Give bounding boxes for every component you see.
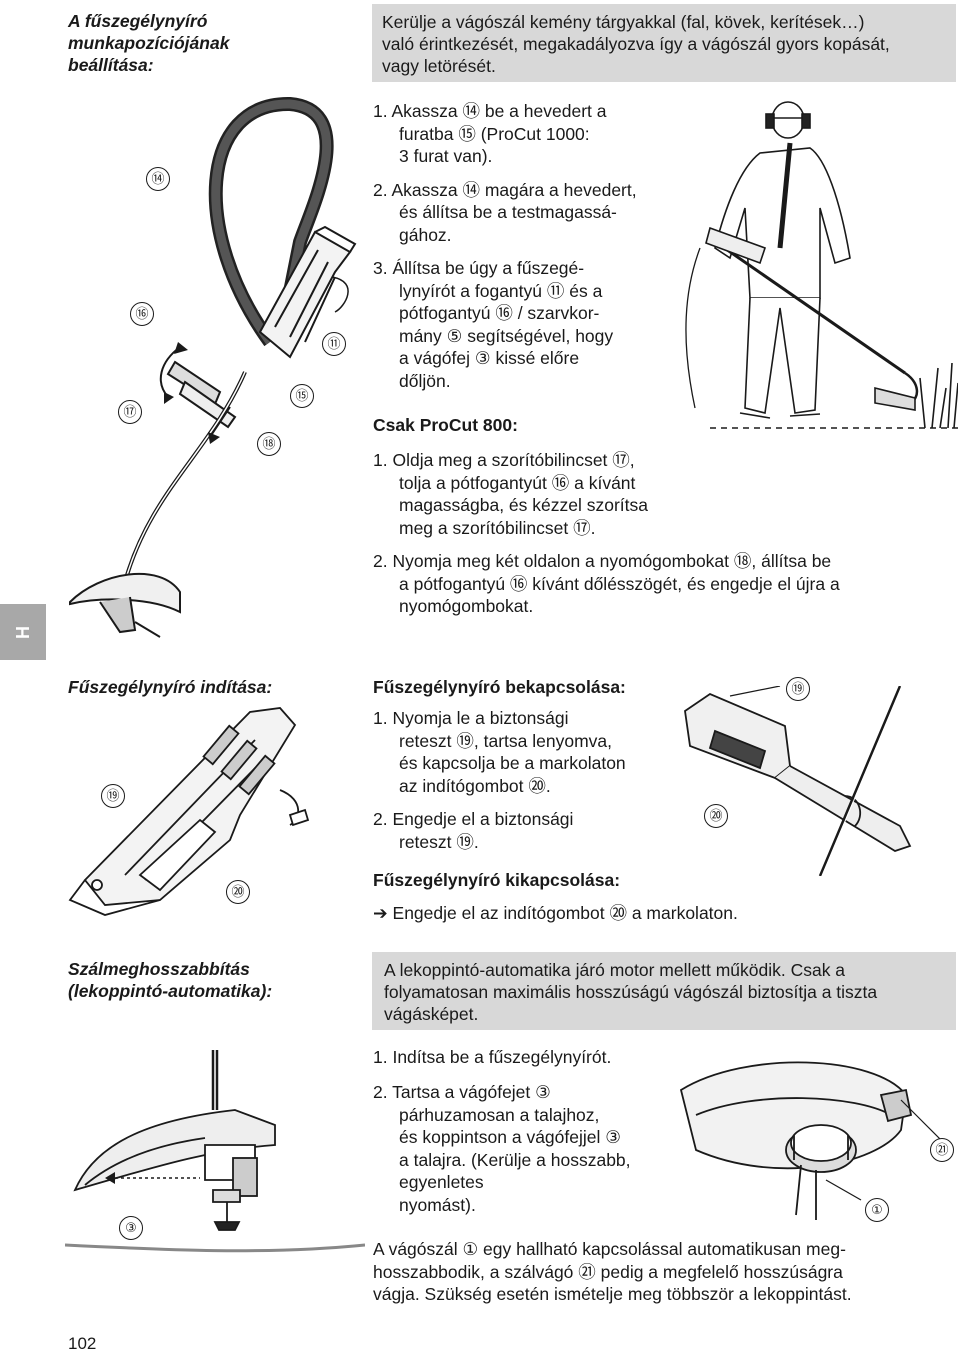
step-line: párhuzamosan a talajhoz, [399,1104,600,1125]
step-line: a talajra. (Kerülje a hosszabb, [399,1149,631,1170]
callout-19-right: ⑲ [786,677,810,701]
notice-box-line-feed: A lekoppintó-automatika járó motor melle… [372,952,956,1030]
callout-19-left: ⑲ [101,784,125,808]
step-line: 3. Állítsa be úgy a fűszegé- [373,258,585,278]
trimmer-strap-illustration [69,96,357,638]
step-line: 1. Akassza ⑭ be a hevedert a [373,101,607,121]
procut-step-2: 2. Nyomja meg két oldalon a nyomógomboka… [373,550,933,618]
step-line: 2. Akassza ⑭ magára a hevedert, [373,179,637,200]
callout-17: ⑰ [118,400,142,424]
callout-21: ㉑ [930,1138,954,1162]
step-2: 2. Akassza ⑭ magára a hevedert, és állít… [373,179,663,247]
page-number: 102 [68,1334,97,1353]
title-line: Szálmeghosszabbítás [68,959,250,979]
step-line: 2. Engedje el a biztonsági [373,809,574,829]
step-line: mány ⑤ segítségével, hogy [399,325,614,346]
callout-18: ⑱ [257,432,281,456]
step-line: 2. Tartsa a vágófejet ③ [373,1082,551,1102]
section-title-line-feed: Szálmeghosszabbítás (lekoppintó-automati… [68,958,358,1002]
step-line: 1. Oldja meg a szorítóbilincset ⑰, [373,450,635,470]
step-line: 3 furat van). [399,146,493,166]
on-step-2: 2. Engedje el a biztonsági reteszt ⑲. [373,808,673,853]
section-title-starting: Fűszegélynyíró indítása: [68,677,273,697]
notice-line: A lekoppintó-automatika járó motor melle… [384,960,846,980]
section-title-work-position: A fűszegélynyíró munkapozíciójának beáll… [68,10,358,76]
spool-cutter-illustration [679,1061,947,1220]
step-line: nyomógombokat. [399,596,534,616]
callout-15: ⑮ [290,384,314,408]
callout-16: ⑯ [130,302,154,326]
step-line: 2. Nyomja meg két oldalon a nyomógomboka… [373,551,832,571]
notice-line: Kerülje a vágószál kemény tárgyakkal (fa… [382,12,865,32]
on-step-1: 1. Nyomja le a biztonsági reteszt ⑲, tar… [373,707,673,797]
step-line: furatba ⑮ (ProCut 1000: [399,123,590,144]
step-line: nyomást). [399,1194,476,1215]
step-line: a vágófej ③ kissé előre [399,348,580,368]
step-line: egyenletes [399,1172,484,1192]
line-feed-step-1: 1. Indítsa be a fűszegélynyírót. [373,1047,612,1067]
procut-step-1: 1. Oldja meg a szorítóbilincset ⑰, tolja… [373,449,933,539]
language-tab: H [0,604,46,660]
callout-20-left: ⑳ [226,880,250,904]
title-line: A fűszegélynyíró [68,11,208,31]
step-line: és koppintson a vágófejjel ③ [399,1127,621,1147]
result-line: hosszabbodik, a szálvágó ㉑ pedig a megfe… [373,1261,843,1282]
notice-line: vágásképet. [384,1004,479,1024]
result-line: A vágószál ① egy hallható kapcsolással a… [373,1239,846,1259]
safety-lock-illustration [684,686,912,876]
callout-14: ⑭ [146,167,170,191]
step-line: 1. Nyomja le a biztonsági [373,708,569,728]
notice-line: való érintkezését, megakadályozva így a … [382,34,890,54]
line-feed-step-2: 2. Tartsa a vágófejet ③ párhuzamosan a t… [373,1081,673,1216]
person-using-trimmer-illustration [685,101,958,429]
procut-800-heading: Csak ProCut 800: [373,415,518,435]
switch-on-heading: Fűszegélynyíró bekapcsolása: [373,677,626,697]
step-line: reteszt ⑲. [399,831,479,852]
callout-20-right: ⑳ [704,804,728,828]
step-line: reteszt ⑲, tartsa lenyomva, [399,730,612,751]
step-line: és kapcsolja be a markolaton [399,753,626,773]
step-line: dőljön. [399,370,451,391]
procut-800-steps: 1. Oldja meg a szorítóbilincset ⑰, tolja… [373,449,933,618]
step-line: meg a szorítóbilincset ⑰. [399,517,596,538]
step-line: a pótfogantyú ⑯ kívánt dőlésszögét, és e… [399,573,840,594]
language-tab-letter: H [12,625,33,639]
notice-line: vagy letörését. [382,56,496,76]
switch-on-steps: 1. Nyomja le a biztonsági reteszt ⑲, tar… [373,707,673,853]
callout-3: ③ [119,1216,143,1240]
step-line: az indítógombot ⑳. [399,775,551,796]
result-line: vágja. Szükség esetén ismételje meg több… [373,1284,852,1304]
title-line: munkapozíciójának [68,33,230,53]
line-feed-result: A vágószál ① egy hallható kapcsolással a… [373,1238,953,1306]
handle-switch-illustration [68,707,310,916]
switch-off-step: ➔ Engedje el az indítógombot ⑳ a markola… [373,903,738,923]
step-line: és állítsa be a testmagassá- [399,202,617,222]
step-line: tolja a pótfogantyút ⑯ a kívánt [399,472,636,493]
step-line: lynyírót a fogantyú ⑪ és a [399,280,603,301]
strap-steps: 1. Akassza ⑭ be a hevedert a furatba ⑮ (… [373,100,663,392]
notice-line: folyamatosan maximális hosszúságú vágósz… [384,982,878,1002]
step-line: magasságba, és kézzel szorítsa [399,495,649,515]
callout-11: ⑪ [322,332,346,356]
title-line: beállítása: [68,55,154,75]
switch-off-heading: Fűszegélynyíró kikapcsolása: [373,870,621,890]
callout-1: ① [865,1198,889,1222]
notice-box-hard-objects: Kerülje a vágószál kemény tárgyakkal (fa… [372,4,956,82]
step-line: pótfogantyú ⑯ / szarvkor- [399,303,600,323]
step-1: 1. Akassza ⑭ be a hevedert a furatba ⑮ (… [373,100,663,168]
step-line: gához. [399,224,452,245]
title-line: (lekoppintó-automatika): [68,981,273,1001]
step-3: 3. Állítsa be úgy a fűszegé- lynyírót a … [373,257,663,392]
tap-head-illustration [65,1050,365,1253]
